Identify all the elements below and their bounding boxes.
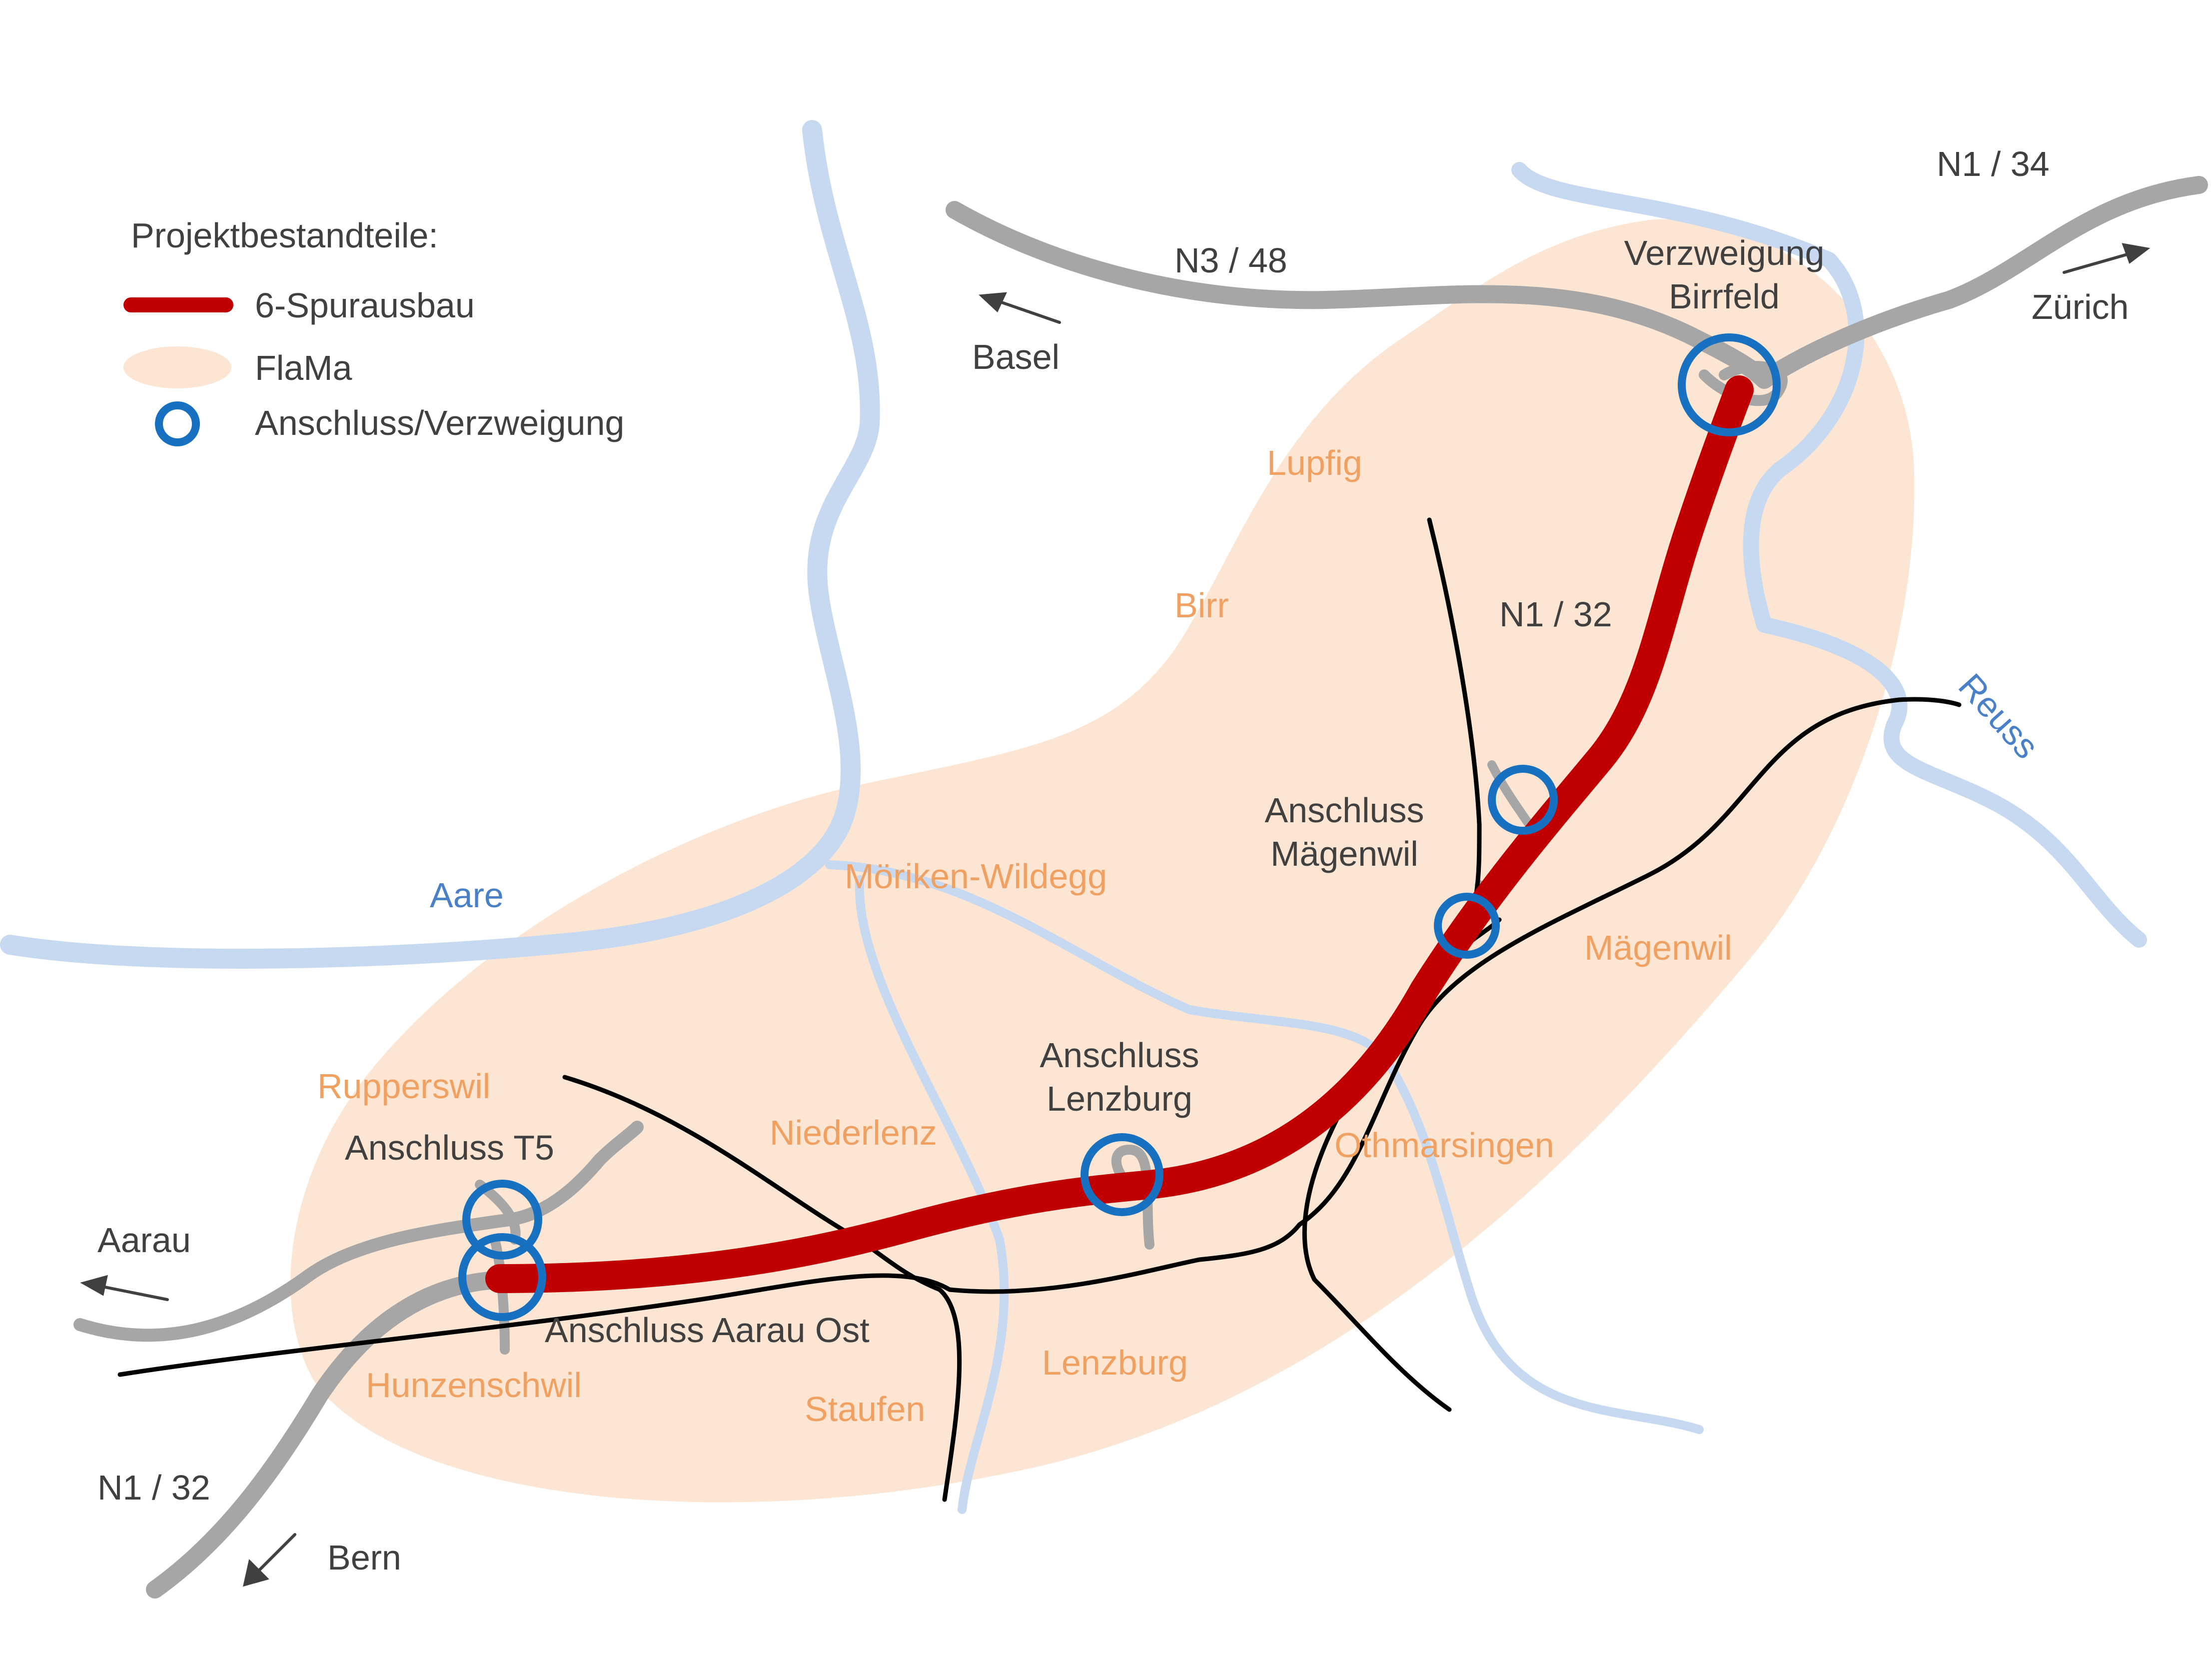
direction-labels: Basel Zürich Aarau Bern xyxy=(97,287,2129,1577)
place-hunzenschwil: Hunzenschwil xyxy=(366,1366,582,1405)
label-t5: Anschluss T5 xyxy=(345,1128,554,1167)
junction-t5 xyxy=(462,1180,542,1260)
rail-south xyxy=(937,1287,962,1502)
junction-lenzburg xyxy=(1081,1133,1163,1216)
place-birr: Birr xyxy=(1174,586,1229,625)
legend-flama-swatch xyxy=(123,346,231,388)
rail-main xyxy=(117,697,1962,1377)
junction-markers xyxy=(458,333,1781,1321)
place-labels: Lupfig Birr Möriken-Wildegg Mägenwil Rup… xyxy=(317,443,1732,1429)
zurich-arrowhead xyxy=(2122,243,2151,264)
bern-arrowhead xyxy=(242,1559,269,1587)
legend-six-lane-label: 6-Spurausbau xyxy=(255,286,475,325)
label-lenzburg-line2: Lenzburg xyxy=(1047,1079,1192,1118)
n3-road xyxy=(946,201,1773,389)
rail-diagonal xyxy=(562,1075,942,1292)
label-birrfeld-line1: Verzweigung xyxy=(1624,233,1825,272)
junction-labels: Verzweigung Birrfeld Anschluss Mägenwil … xyxy=(345,233,1824,1350)
label-aare: Aare xyxy=(430,876,504,915)
reuss-river xyxy=(1511,162,2147,948)
junction-birrfeld xyxy=(1678,333,1781,436)
six-lane-expansion xyxy=(485,375,1754,1293)
place-niederlenz: Niederlenz xyxy=(770,1113,937,1152)
road-labels: N3 / 48 N1 / 34 N1 / 32 N1 / 32 xyxy=(97,144,2050,1507)
maegenwil-ramp-1 xyxy=(1487,760,1534,829)
aarau-arrow xyxy=(96,1284,169,1301)
junction-maegenwil-north xyxy=(1488,765,1558,835)
label-n3: N3 / 48 xyxy=(1174,241,1287,280)
label-lenzburg-line1: Anschluss xyxy=(1040,1036,1199,1075)
label-bern: Bern xyxy=(327,1538,401,1577)
label-maegenwil-line2: Mägenwil xyxy=(1270,834,1418,873)
aarau-arrowhead xyxy=(80,1275,108,1296)
place-othmarsingen: Othmarsingen xyxy=(1334,1126,1554,1165)
basel-arrow xyxy=(993,298,1061,324)
place-lenzburg: Lenzburg xyxy=(1042,1343,1188,1382)
label-basel: Basel xyxy=(972,337,1060,376)
aare-river xyxy=(0,120,880,969)
label-zurich: Zürich xyxy=(2032,287,2129,326)
bern-arrow xyxy=(253,1533,296,1576)
label-maegenwil-line1: Anschluss xyxy=(1264,791,1424,830)
label-n1-west: N1 / 32 xyxy=(97,1468,210,1507)
flama-zone xyxy=(290,219,1915,1503)
label-n1-east: N1 / 34 xyxy=(1937,144,2050,183)
zurich-arrow xyxy=(2063,251,2136,274)
legend-title: Projektbestandteile: xyxy=(131,216,438,255)
place-staufen: Staufen xyxy=(805,1390,925,1429)
direction-arrows xyxy=(80,243,2151,1587)
place-maegenwil: Mägenwil xyxy=(1584,928,1732,967)
aarau-road xyxy=(73,1121,644,1342)
junction-aarau-ost xyxy=(458,1233,546,1321)
junction-maegenwil-south xyxy=(1434,893,1500,959)
basel-arrowhead xyxy=(979,292,1007,313)
legend-junction-swatch xyxy=(155,401,200,446)
place-lupfig: Lupfig xyxy=(1267,443,1362,482)
place-moeriken-wildegg: Möriken-Wildegg xyxy=(845,857,1107,896)
label-aarau: Aarau xyxy=(97,1221,191,1260)
label-reuss: Reuss xyxy=(1951,666,2047,766)
label-n1-mid: N1 / 32 xyxy=(1499,595,1612,634)
place-rupperswil: Rupperswil xyxy=(317,1067,490,1106)
legend: Projektbestandteile: 6-Spurausbau FlaMa … xyxy=(123,216,624,446)
label-aarau-ost: Anschluss Aarau Ost xyxy=(545,1311,870,1350)
n1-west-road xyxy=(146,1271,519,1599)
n1-east-road xyxy=(1755,176,2208,389)
legend-junction-label: Anschluss/Verzweigung xyxy=(255,403,624,442)
legend-flama-label: FlaMa xyxy=(255,348,352,387)
label-birrfeld-line2: Birrfeld xyxy=(1669,277,1780,316)
